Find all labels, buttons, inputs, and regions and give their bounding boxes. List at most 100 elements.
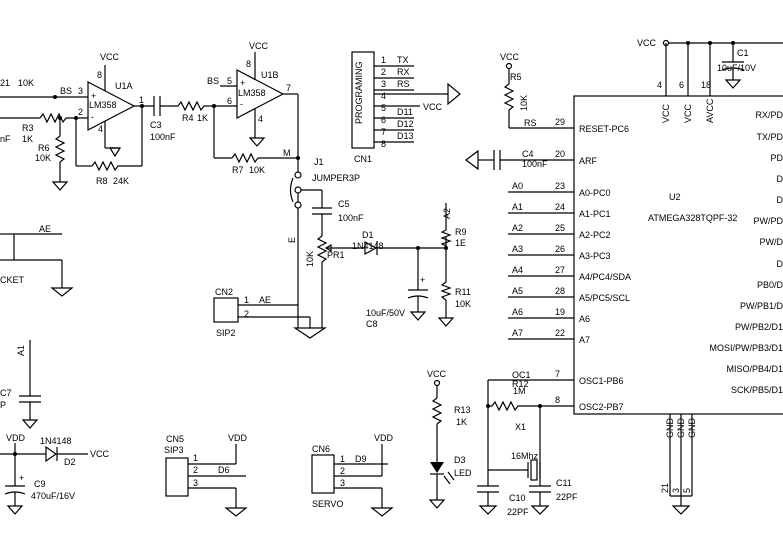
d3-part: LED <box>454 468 472 478</box>
u2-pin-num: 24 <box>555 202 565 212</box>
c10-value: 22PF <box>507 507 529 517</box>
u2-right-pin-label: SCK/PB5/D1 <box>731 385 783 395</box>
c9-value: 470uF/16V <box>31 491 75 501</box>
power-vdd: VDD <box>6 433 26 443</box>
cn1-net-d13: D13 <box>397 131 414 141</box>
power-vcc: VCC <box>90 449 110 459</box>
j1-ref: J1 <box>314 157 324 167</box>
cn5-part: SIP3 <box>164 445 184 455</box>
u1a-pin-gnd: 4 <box>98 124 103 134</box>
r3-ref: R3 <box>22 123 34 133</box>
u2-bottom-pin-name: GND <box>687 418 697 439</box>
cn6-part: SERVO <box>312 499 343 509</box>
c4-ref: C4 <box>522 149 534 159</box>
u2-pin-net: A7 <box>512 328 523 338</box>
u2-bottom-pin-num: 3 <box>671 488 681 493</box>
socket-net-ae: AE <box>39 224 51 234</box>
u2-pin-num: 19 <box>555 307 565 317</box>
c1-vcc: VCC <box>637 38 657 48</box>
c5-ref: C5 <box>338 199 350 209</box>
cn1-ref: CN1 <box>354 154 372 164</box>
cn5-pin-1: 1 <box>193 453 198 463</box>
u1a-pin-plus: 3 <box>78 86 83 96</box>
x1-ref: X1 <box>515 422 526 432</box>
u1b-pin-gnd: 4 <box>258 114 263 124</box>
c7-net: A1 <box>16 345 26 356</box>
opamp-u1b: + - LM358 U1B VCC 8 4 5 6 7 BS <box>207 41 291 147</box>
r13-vcc: VCC <box>427 369 447 379</box>
r6-value: 10K <box>35 153 51 163</box>
r12-ref: R12 <box>512 379 529 389</box>
u2-right-pin-label: MOSI/PW/PB3/D1 <box>709 343 783 353</box>
svg-text:-: - <box>240 99 243 109</box>
u2-pin-name: A4/PC4/SDA <box>579 272 631 282</box>
cn1-pin-4: 4 <box>381 91 386 101</box>
r4-ref: R4 <box>182 113 194 123</box>
u1a-vcc: VCC <box>100 52 120 62</box>
u2-pin-name: ARF <box>579 156 598 166</box>
u2-top-pin-name: VCC <box>661 103 671 123</box>
u2-top-pin-num: 4 <box>657 80 662 90</box>
u2-right-pin-label: PW/PD <box>753 216 783 226</box>
r11-value: 10K <box>455 299 471 309</box>
d1-part: 1N4148 <box>352 241 384 251</box>
cn1-pin-6: 6 <box>381 115 386 125</box>
u2-pin-name: A3-PC3 <box>579 251 611 261</box>
cn1-pin-5: 5 <box>381 103 386 113</box>
u2-pin-name: A6 <box>579 314 590 324</box>
cn2-pin-2: 2 <box>244 309 249 319</box>
u2-pin-name: RESET-PC6 <box>579 124 629 134</box>
u2-right-pin-label: D <box>777 195 783 205</box>
c3-value: 100nF <box>150 132 176 142</box>
r7-value: 10K <box>249 165 265 175</box>
opamp-u1a: + - LM358 U1A VCC 8 4 3 2 1 BS <box>60 52 144 158</box>
r3-value: 1K <box>22 134 33 144</box>
u2-pin-name: A1-PC1 <box>579 209 611 219</box>
x1-value: 16Mhz <box>511 451 539 461</box>
pr1-value: 10K <box>305 251 315 267</box>
connector-cn2: CN2 SIP2 1 2 AE <box>213 287 271 338</box>
cn5-ref: CN5 <box>166 434 184 444</box>
svg-text:+: + <box>91 91 96 101</box>
cn2-pin-1: 1 <box>244 295 249 305</box>
cn1-net-vcc: VCC <box>423 102 443 112</box>
u2-pin-num: 26 <box>555 244 565 254</box>
c1-value: 10uF/10V <box>717 63 756 73</box>
u2-top-pin-name: VCC <box>683 103 693 123</box>
u1b-part: LM358 <box>238 88 266 98</box>
c4-value: 100nF <box>522 159 548 169</box>
potentiometer-pr1: PR1 10K <box>305 235 345 300</box>
u1a-part: LM358 <box>89 100 117 110</box>
cut-nf: nF <box>0 134 11 144</box>
u2-right-pin-label: TX/PD <box>756 132 783 142</box>
net-m: M <box>283 148 291 158</box>
cn1-title: PROGRAMING <box>354 61 364 124</box>
u2-pin-name: A2-PC2 <box>579 230 611 240</box>
u2-pin-num: 7 <box>555 369 560 379</box>
u2-pin-net: A5 <box>512 286 523 296</box>
j1-part: JUMPER3P <box>312 173 360 183</box>
c9-ref: C9 <box>34 479 46 489</box>
u1b-pin-minus: 6 <box>227 96 232 106</box>
r5-net-rs: RS <box>524 118 537 128</box>
cn5-net-d6: D6 <box>218 465 230 475</box>
u1b-net-bs: BS <box>207 76 219 86</box>
pr1-ref: PR1 <box>327 250 345 260</box>
u2-pin-net: A6 <box>512 307 523 317</box>
u2-left-pins: 29RESET-PC620ARF23A0-PC0A024A1-PC1A125A2… <box>508 117 631 412</box>
u2-pin-num: 28 <box>555 286 565 296</box>
d1-ref: D1 <box>362 230 374 240</box>
u2-bottom-pin-num: 5 <box>682 488 692 493</box>
d3-ref: D3 <box>454 455 466 465</box>
r11-ref: R11 <box>455 287 471 297</box>
u2-pin-name: A7 <box>579 335 590 345</box>
u2-bottom-pin-name: GND <box>676 418 686 439</box>
r5-vcc: VCC <box>500 52 520 62</box>
power-input: VDD 1N4148 D2 VCC + C9 470uF/16V <box>0 433 110 515</box>
c11-ref: C11 <box>556 478 572 488</box>
u1a-pin-out: 1 <box>139 95 144 105</box>
u2-pin-name: A0-PC0 <box>579 188 611 198</box>
